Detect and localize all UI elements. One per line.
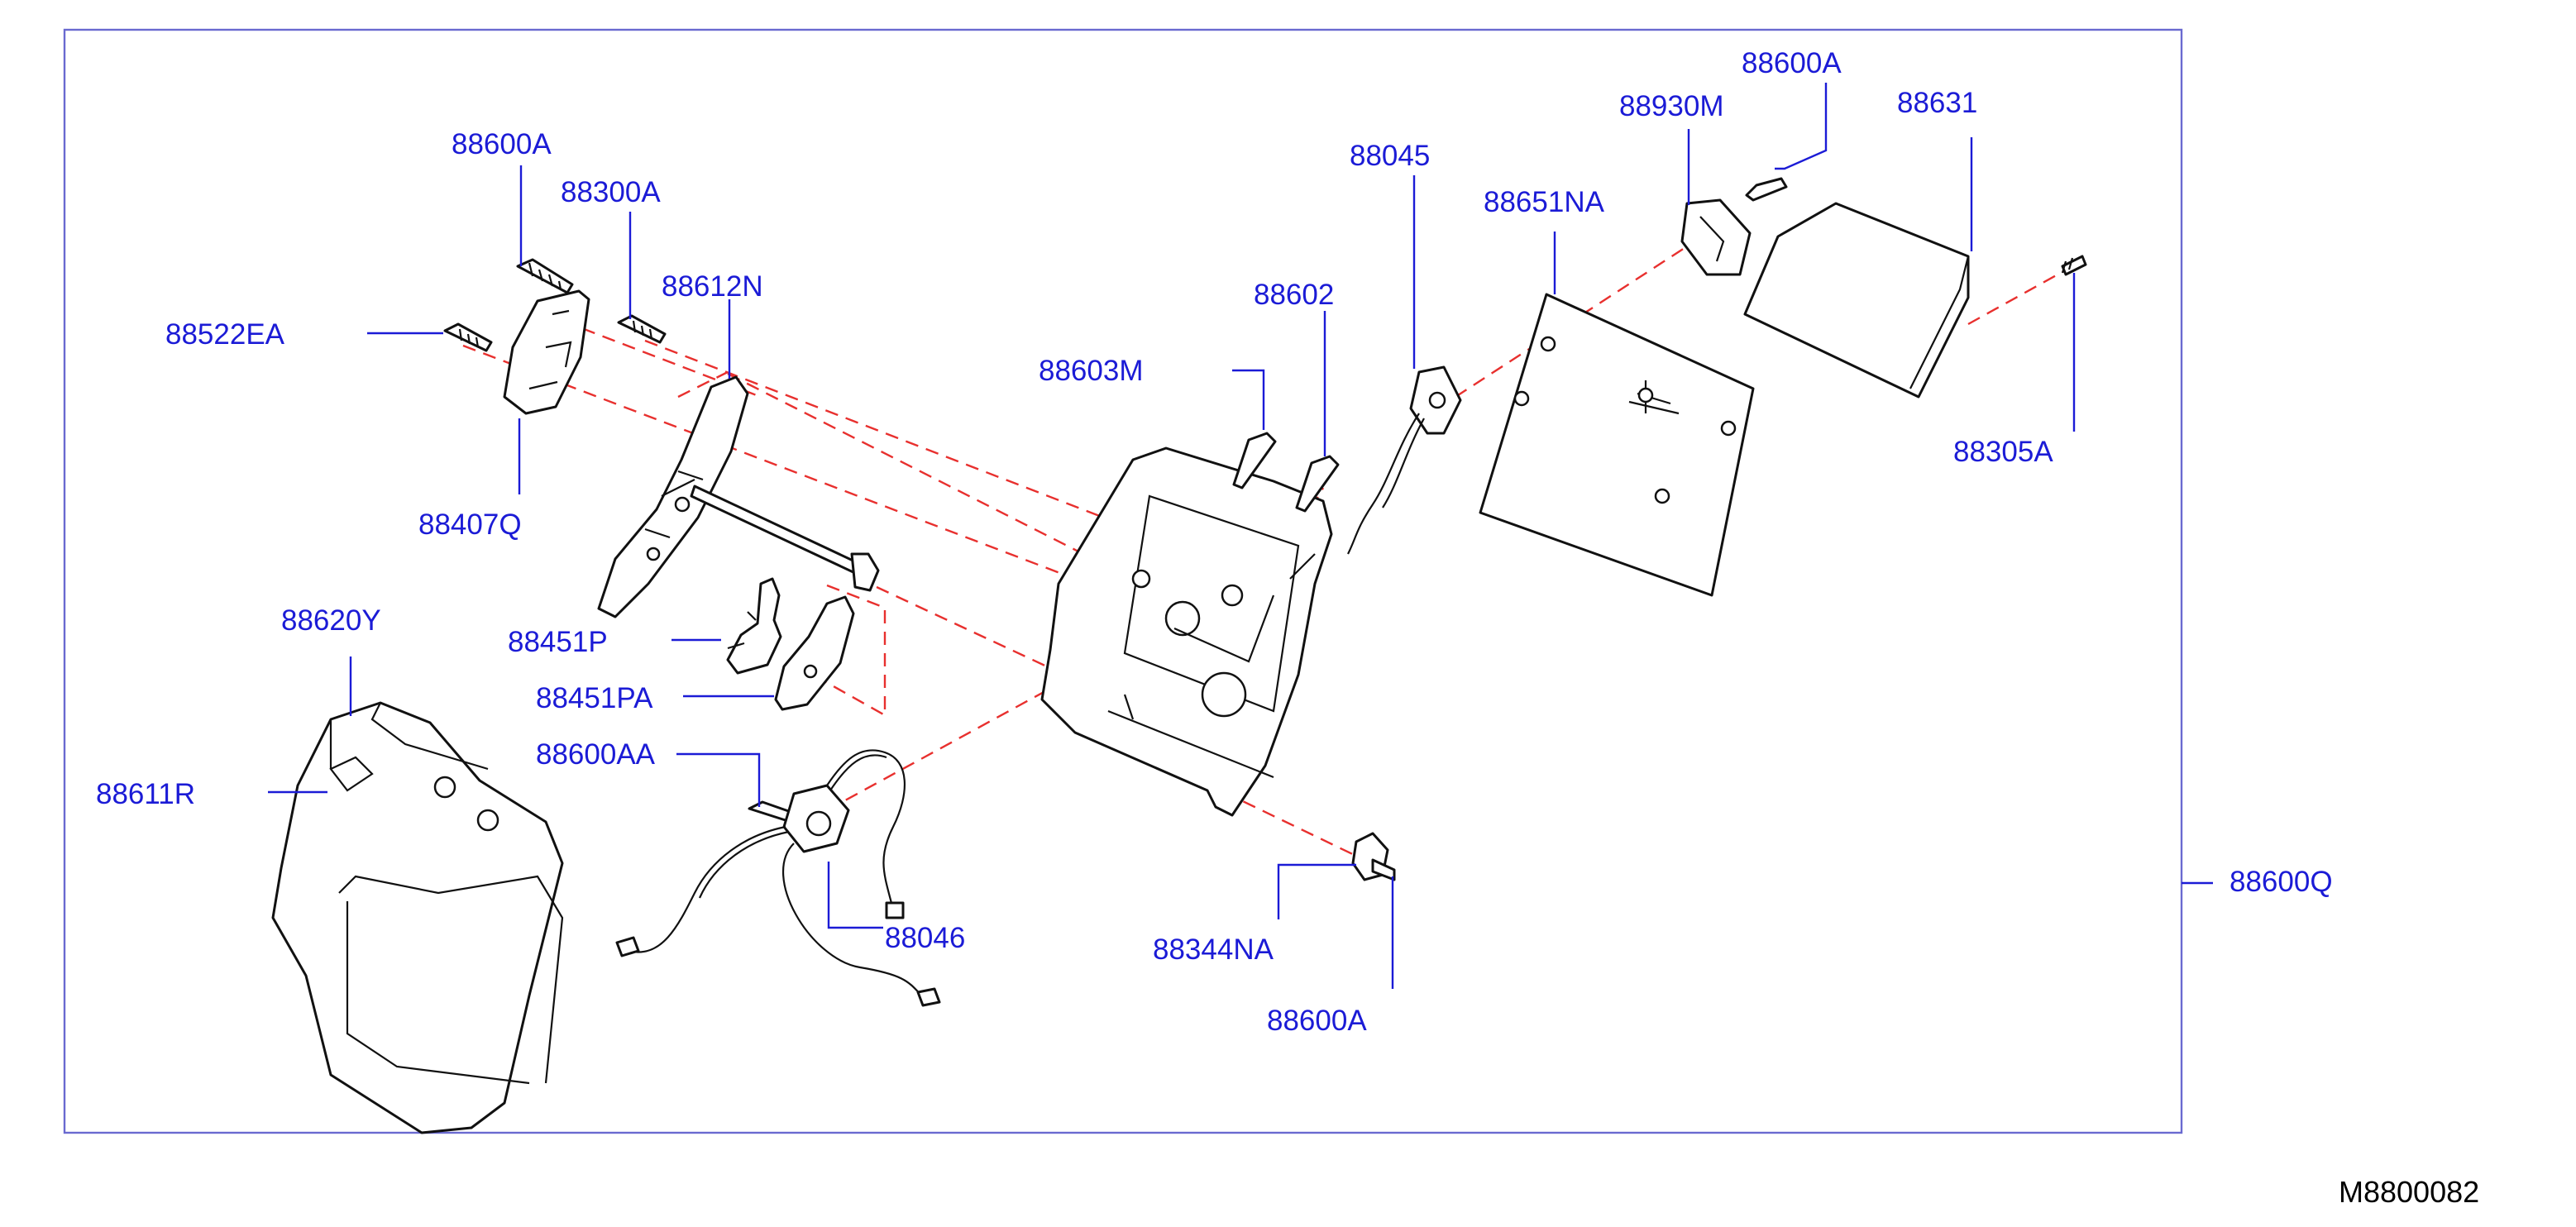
bolt-88305A	[2061, 255, 2087, 276]
label-88651NA: 88651NA	[1484, 186, 1605, 218]
bracket-88344NA	[1351, 832, 1396, 881]
seat-back-frame	[1040, 446, 1333, 817]
label-88930M: 88930M	[1619, 90, 1723, 122]
bolt-88602	[1295, 455, 1340, 513]
part-labels: 88600A 88930M 88631 88045 88651NA 88600A…	[96, 47, 2333, 1037]
diagram-frame	[63, 28, 2183, 1134]
label-88612N: 88612N	[662, 270, 763, 303]
bracket-88451P	[726, 577, 782, 675]
label-88451PA: 88451PA	[536, 682, 653, 714]
label-88600Q: 88600Q	[2230, 866, 2333, 898]
bolt-88300A	[617, 314, 667, 344]
bezel-88930M	[1680, 198, 1752, 276]
bolt-88600A-upper-left	[516, 258, 574, 294]
label-88522EA: 88522EA	[165, 318, 285, 351]
label-88620Y: 88620Y	[281, 604, 381, 637]
panel-88631	[1743, 202, 1970, 399]
label-88631: 88631	[1897, 87, 1977, 119]
label-88451P: 88451P	[508, 626, 608, 658]
bolt-88603M	[1232, 432, 1277, 489]
label-88600AA: 88600AA	[536, 738, 656, 771]
label-88305A: 88305A	[1953, 436, 2053, 468]
frame-bracket-88612N	[597, 375, 880, 618]
label-88602: 88602	[1254, 279, 1334, 311]
bolt-88522EA	[443, 322, 493, 352]
diagram-code: M8800082	[2339, 1175, 2479, 1209]
leader-lines	[268, 83, 2213, 989]
label-88600A-left: 88600A	[452, 128, 552, 160]
hinge-cover-88407Q	[503, 289, 590, 415]
seat-trim-88611R	[271, 701, 564, 1134]
label-88300A: 88300A	[561, 176, 661, 208]
bracket-88451PA	[774, 595, 855, 711]
label-88344NA: 88344NA	[1153, 933, 1274, 966]
label-88046: 88046	[885, 922, 965, 954]
label-88600A-bottom: 88600A	[1267, 1005, 1367, 1037]
bolt-88600A-top	[1745, 177, 1788, 202]
label-88611R: 88611R	[96, 778, 195, 810]
latch-88045	[1347, 365, 1462, 555]
back-board-88651NA	[1479, 293, 1755, 597]
motor-harness-88046	[615, 749, 941, 1007]
label-88600A-top: 88600A	[1742, 47, 1842, 79]
label-88045: 88045	[1350, 140, 1430, 172]
label-88407Q: 88407Q	[418, 508, 522, 541]
label-88603M: 88603M	[1039, 355, 1143, 387]
